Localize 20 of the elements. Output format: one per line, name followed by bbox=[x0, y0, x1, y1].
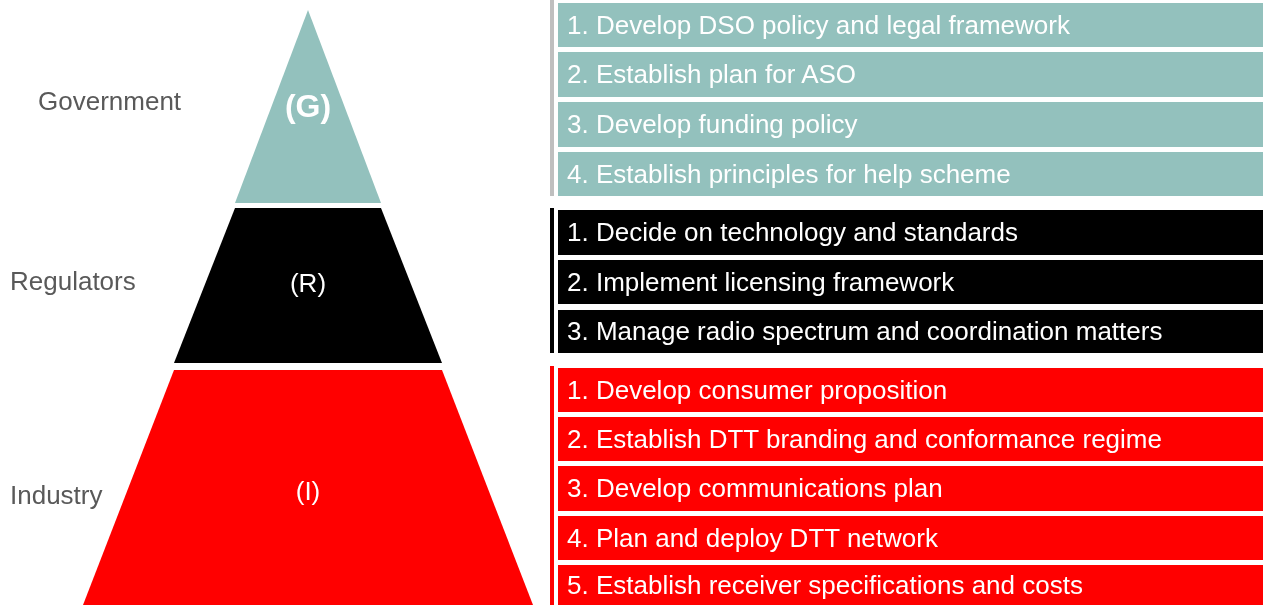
task-bar: 2. Establish DTT branding and conformance regime bbox=[558, 417, 1263, 461]
task-bar: 5. Establish receiver specifications and costs bbox=[558, 565, 1263, 605]
task-bar: 2. Establish plan for ASO bbox=[558, 52, 1263, 97]
tier-name: Regulators bbox=[10, 266, 136, 297]
task-bar: 4. Plan and deploy DTT network bbox=[558, 516, 1263, 560]
task-bar: 3. Develop communications plan bbox=[558, 466, 1263, 511]
tier-label: (G) bbox=[284, 88, 332, 125]
tier-label: (R) bbox=[289, 268, 327, 299]
pyramid-tier bbox=[174, 208, 442, 363]
task-bar: 3. Develop funding policy bbox=[558, 102, 1263, 147]
task-bar: 1. Develop consumer proposition bbox=[558, 368, 1263, 412]
task-bar: 1. Decide on technology and standards bbox=[558, 210, 1263, 255]
tier-label: (I) bbox=[295, 476, 321, 507]
task-bar: 3. Manage radio spectrum and coordination matters bbox=[558, 310, 1263, 353]
tier-name: Industry bbox=[10, 480, 103, 511]
task-bar: 1. Develop DSO policy and legal framework bbox=[558, 3, 1263, 47]
pyramid-tier bbox=[235, 10, 381, 203]
tier-name: Government bbox=[38, 86, 182, 117]
task-bar: 2. Implement licensing framework bbox=[558, 260, 1263, 304]
task-bar: 4. Establish principles for help scheme bbox=[558, 152, 1263, 196]
